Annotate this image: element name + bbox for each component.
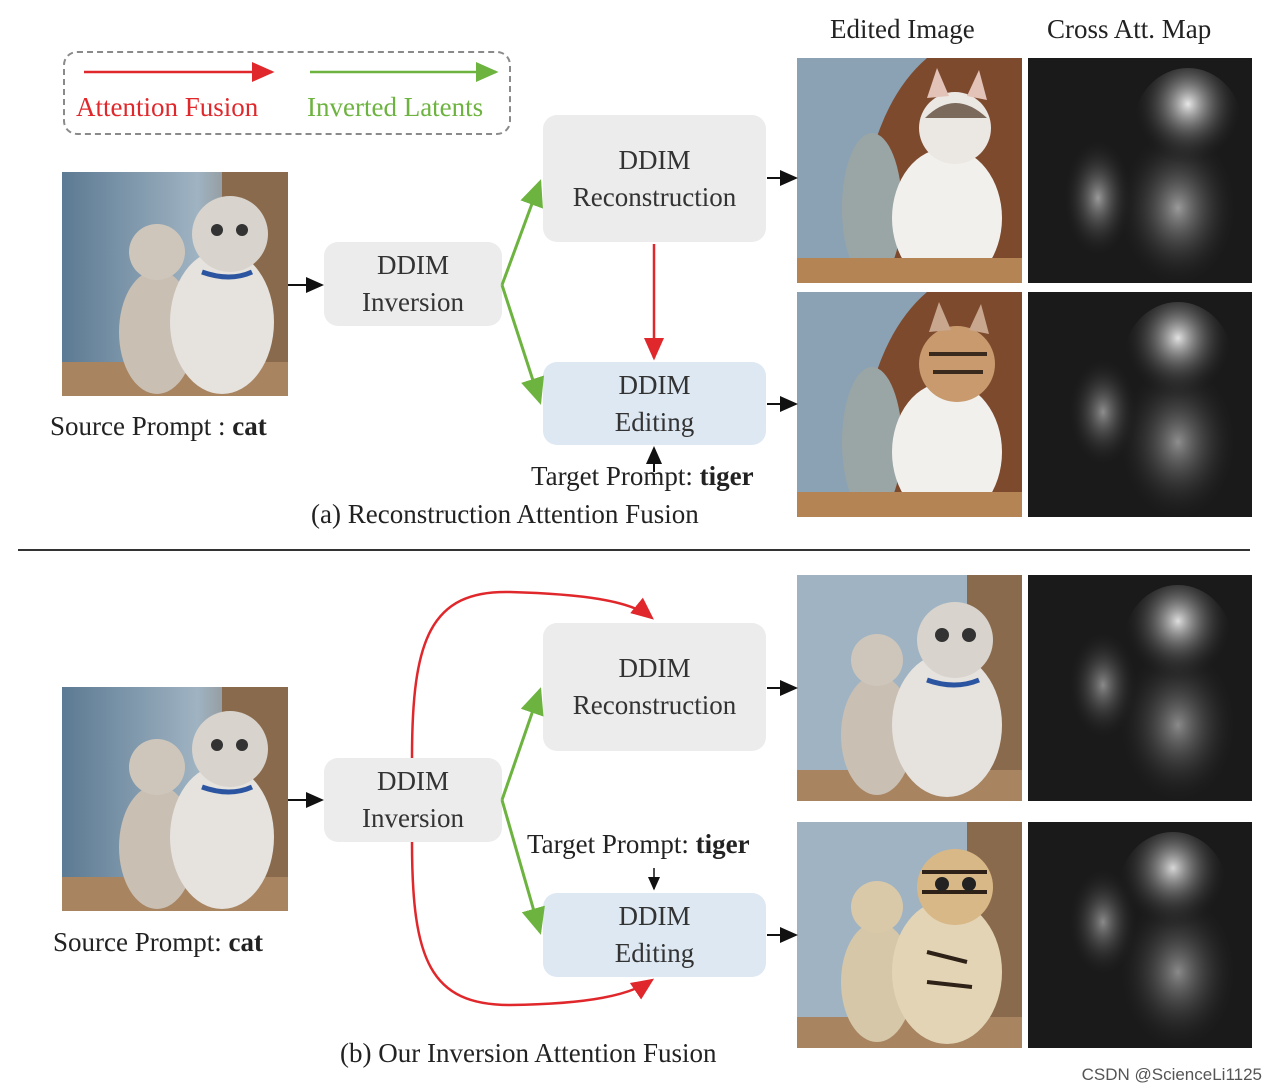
target-prompt-b-prefix: Target Prompt: <box>527 829 696 859</box>
reconstructed-cat-photo-a <box>797 58 1022 283</box>
source-prompt-b: Source Prompt: cat <box>53 927 263 958</box>
target-prompt-a-word: tiger <box>699 461 754 491</box>
ddim-inversion-box-a: DDIM Inversion <box>324 242 502 326</box>
attention-heatmap-b2 <box>1028 822 1252 1048</box>
source-prompt-a: Source Prompt : cat <box>50 411 267 442</box>
ddim-editing-b-line2: Editing <box>614 938 695 968</box>
ddim-inversion-b-line2: Inversion <box>362 803 464 833</box>
edited-cat-photo-a <box>797 292 1022 517</box>
ddim-editing-box-a: DDIM Editing <box>543 362 766 445</box>
ddim-inversion-a-line2: Inversion <box>362 287 464 317</box>
cross-att-map-b-editing <box>1028 822 1252 1048</box>
cross-att-map-a-editing <box>1028 292 1252 517</box>
source-image-b <box>62 687 288 911</box>
arrow-attention-fusion-to-editing-b <box>410 841 655 1007</box>
target-prompt-a-prefix: Target Prompt: <box>531 461 700 491</box>
edited-image-a-reconstruction <box>797 58 1022 283</box>
attention-heatmap-a1 <box>1028 58 1252 283</box>
cross-att-map-header: Cross Att. Map <box>1047 14 1212 44</box>
source-cat-photo-a <box>62 172 288 396</box>
arrow-attention-fusion-to-reconstruction-b <box>410 590 654 759</box>
ddim-editing-a-line2: Editing <box>614 406 695 437</box>
edited-image-a-editing <box>797 292 1022 517</box>
legend-inverted-latents-label: Inverted Latents <box>307 92 484 122</box>
ddim-reconstruction-b-line2: Reconstruction <box>572 690 737 720</box>
ddim-reconstruction-box-b: DDIM Reconstruction <box>543 623 766 751</box>
arrow-inversion-to-reconstruction-a <box>500 179 543 286</box>
source-prompt-b-prefix: Source Prompt: <box>53 927 229 957</box>
ddim-editing-box-b: DDIM Editing <box>543 893 766 977</box>
target-prompt-b-word: tiger <box>695 829 750 859</box>
ddim-inversion-b-line1: DDIM <box>377 766 449 796</box>
arrow-inversion-to-editing-b <box>500 799 545 935</box>
ddim-reconstruction-a-line1: DDIM <box>618 144 691 175</box>
source-prompt-a-prefix: Source Prompt : <box>50 411 233 441</box>
source-cat-photo-b <box>62 687 288 911</box>
caption-a: (a) Reconstruction Attention Fusion <box>311 499 699 529</box>
cross-att-map-a-reconstruction <box>1028 58 1252 283</box>
watermark: CSDN @ScienceLi1125 <box>1081 1065 1262 1084</box>
ddim-reconstruction-b-line1: DDIM <box>618 653 691 683</box>
legend <box>63 51 511 135</box>
arrow-inversion-to-editing-a <box>500 284 544 405</box>
legend-attention-fusion-label: Attention Fusion <box>76 92 259 122</box>
attention-heatmap-b1 <box>1028 575 1252 801</box>
edited-tiger-photo-b <box>797 822 1022 1048</box>
ddim-reconstruction-box-a: DDIM Reconstruction <box>543 115 766 242</box>
source-image-a <box>62 172 288 396</box>
ddim-editing-b-line1: DDIM <box>618 901 691 931</box>
panel-divider <box>18 549 1250 551</box>
reconstructed-cat-photo-b <box>797 575 1022 801</box>
ddim-inversion-a-line1: DDIM <box>377 250 449 280</box>
cross-att-map-b-reconstruction <box>1028 575 1252 801</box>
edited-image-b-reconstruction <box>797 575 1022 801</box>
attention-heatmap-a2 <box>1028 292 1252 517</box>
edited-image-header: Edited Image <box>830 14 975 44</box>
target-prompt-b: Target Prompt: tiger <box>527 829 750 860</box>
ddim-reconstruction-a-line2: Reconstruction <box>572 181 737 212</box>
target-prompt-a: Target Prompt: tiger <box>531 461 754 492</box>
ddim-inversion-box-b: DDIM Inversion <box>324 758 502 842</box>
arrow-inversion-to-reconstruction-b <box>500 687 544 801</box>
caption-b: (b) Our Inversion Attention Fusion <box>340 1038 717 1068</box>
ddim-editing-a-line1: DDIM <box>618 369 691 400</box>
source-prompt-b-word: cat <box>228 927 263 957</box>
source-prompt-a-word: cat <box>232 411 267 441</box>
edited-image-b-editing <box>797 822 1022 1048</box>
